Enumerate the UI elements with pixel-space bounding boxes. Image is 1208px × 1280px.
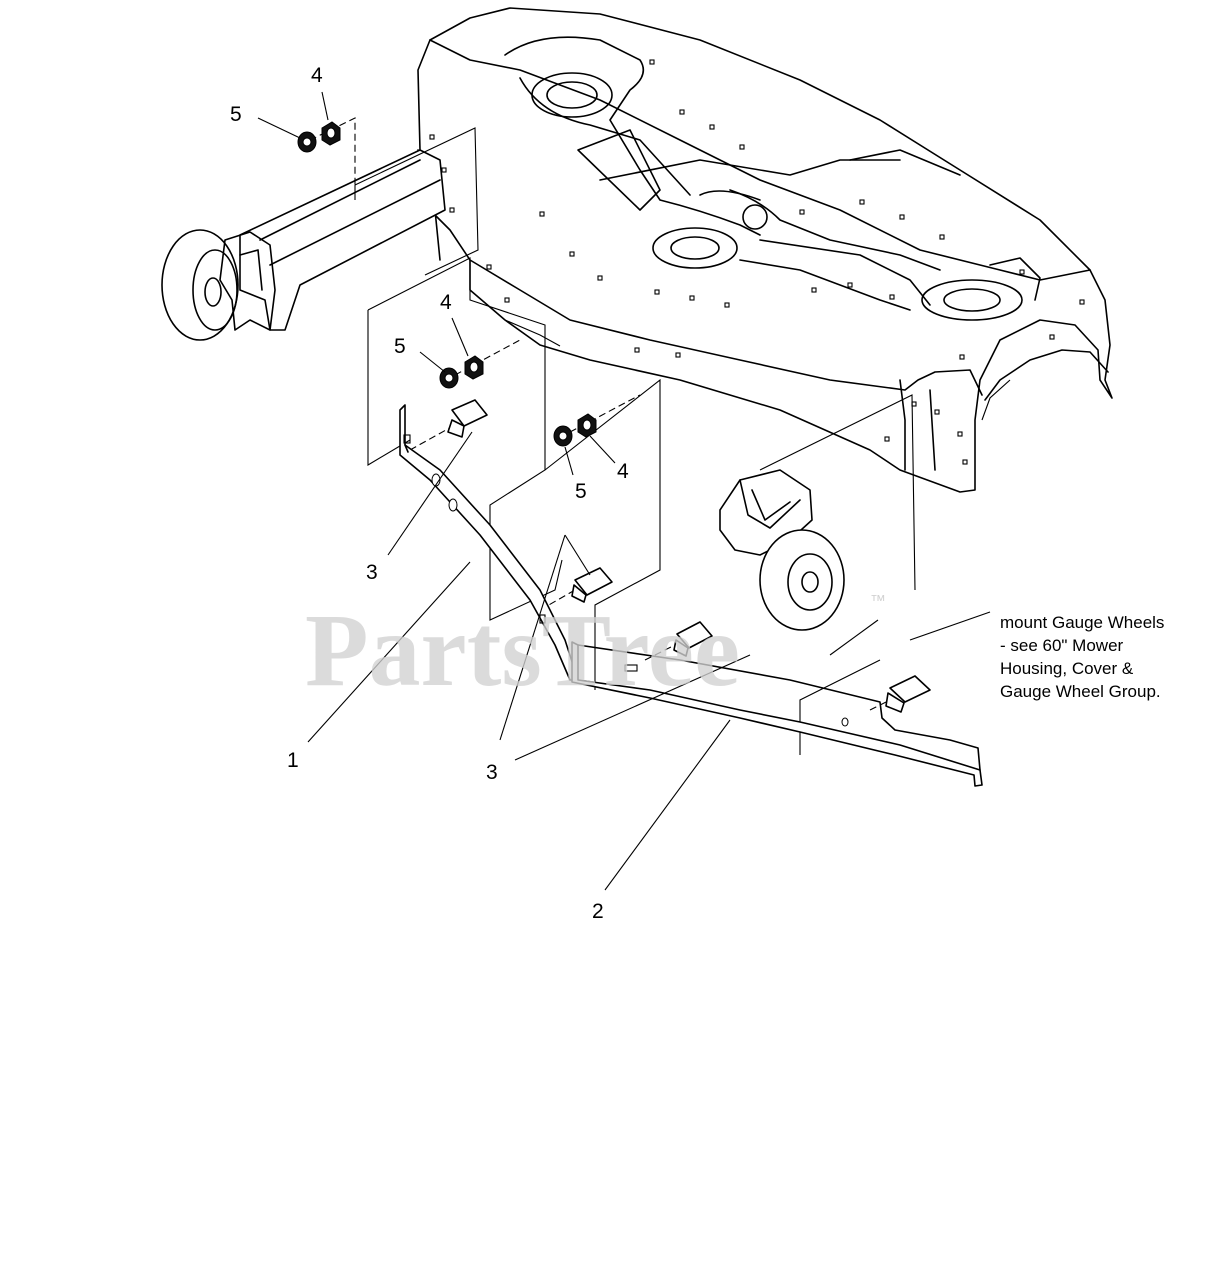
callout-3-left: 3 xyxy=(366,561,378,584)
nut-and-washer-upper-left xyxy=(297,117,356,185)
leader-lines xyxy=(257,91,991,891)
front-gauge-wheel xyxy=(719,469,845,631)
nut-and-washer-mid xyxy=(439,339,521,389)
gauge-wheel-mount-bolt xyxy=(869,675,931,713)
callout-3-center: 3 xyxy=(486,761,498,784)
note-line-2: - see 60" Mower xyxy=(1000,636,1124,655)
note-line-3: Housing, Cover & xyxy=(1000,659,1134,678)
callout-4-upper: 4 xyxy=(311,64,323,87)
watermark: PartsTree ™ xyxy=(305,593,886,708)
baffle-bracket-2 xyxy=(571,641,983,787)
rear-left-gauge-wheel xyxy=(161,149,446,341)
callout-5-upper: 5 xyxy=(230,103,242,126)
note-line-1: mount Gauge Wheels xyxy=(1000,613,1164,632)
watermark-text: PartsTree xyxy=(305,593,740,708)
callout-4-mid: 4 xyxy=(440,291,452,314)
nut-and-washer-right xyxy=(553,394,641,447)
mower-deck-housing xyxy=(417,7,1113,493)
carriage-bolt-upper xyxy=(409,399,488,451)
note-line-4: Gauge Wheel Group. xyxy=(1000,682,1161,701)
callout-labels: 4 5 4 5 5 4 3 1 3 2 xyxy=(230,64,629,923)
gauge-wheel-note: mount Gauge Wheels - see 60" Mower Housi… xyxy=(1000,613,1164,701)
callout-4-right: 4 xyxy=(617,460,629,483)
callout-5-mid: 5 xyxy=(394,335,406,358)
callout-1: 1 xyxy=(287,749,299,772)
deck-rivets xyxy=(429,59,1085,465)
carriage-bolt-lower xyxy=(644,621,713,661)
watermark-trademark: ™ xyxy=(870,593,886,610)
callout-2: 2 xyxy=(592,900,604,923)
callout-5-right: 5 xyxy=(575,480,587,503)
